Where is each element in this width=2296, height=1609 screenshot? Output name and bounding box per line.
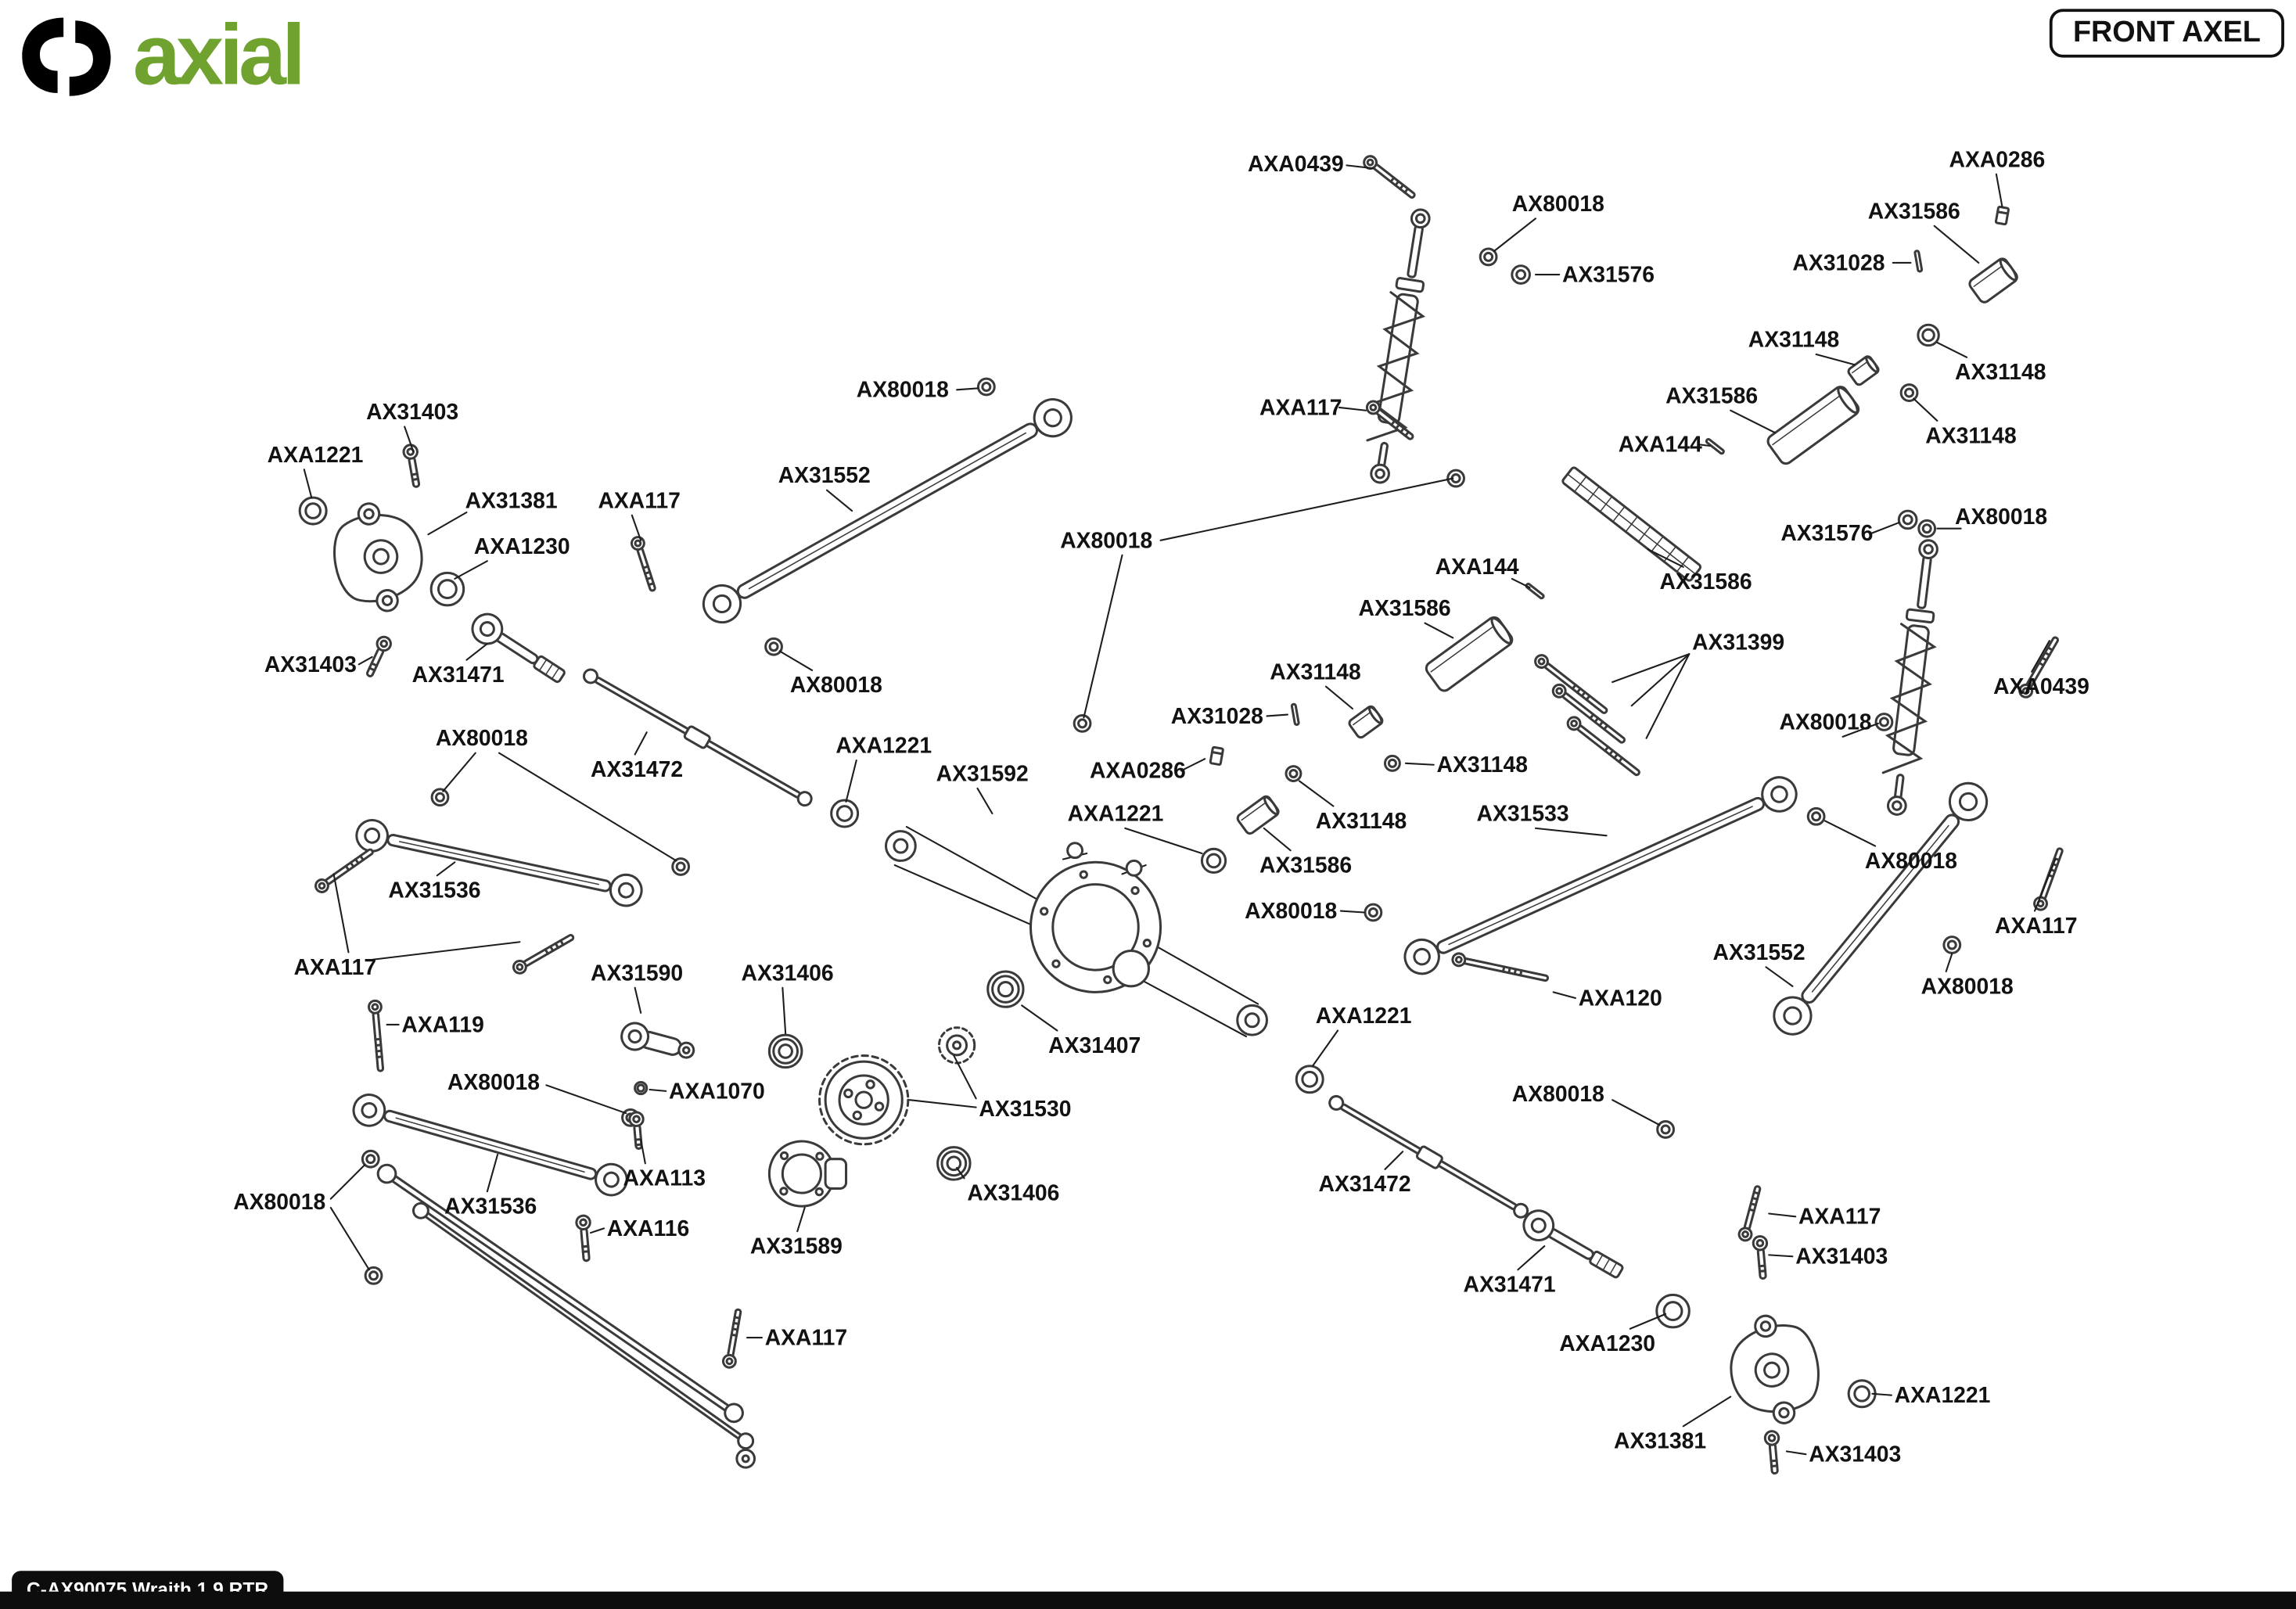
part-label-ax31407: AX31407 (1048, 1033, 1141, 1059)
part-label-ax31533: AX31533 (1476, 801, 1569, 827)
axial-wordmark: axial (132, 7, 306, 103)
part-label-ax80018: AX80018 (1921, 974, 2014, 1000)
part-label-ax31403: AX31403 (1809, 1442, 1902, 1468)
part-label-ax80018: AX80018 (789, 673, 882, 699)
part-label-ax31148: AX31148 (1925, 423, 2017, 449)
part-label-ax31148: AX31148 (1955, 360, 2046, 386)
part-label-ax31586: AX31586 (1665, 383, 1759, 409)
part-label-ax31590: AX31590 (591, 961, 684, 986)
part-label-ax80018: AX80018 (1245, 899, 1338, 925)
part-label-ax31530: AX31530 (979, 1097, 1072, 1122)
axial-logo-icon (22, 17, 111, 96)
part-label-axa117: AXA117 (1259, 395, 1342, 421)
part-label-axa1230: AXA1230 (473, 534, 570, 560)
part-label-axa0286: AXA0286 (1089, 759, 1186, 785)
part-label-ax31403: AX31403 (1795, 1244, 1888, 1270)
part-label-axa117: AXA117 (293, 955, 377, 981)
part-label-ax80018: AX80018 (1864, 849, 1957, 875)
part-label-ax31381: AX31381 (465, 488, 558, 514)
part-label-ax80018: AX80018 (1955, 505, 2048, 530)
part-label-axa117: AXA117 (764, 1325, 848, 1352)
part-label-ax31403: AX31403 (366, 400, 459, 426)
part-label-ax31148: AX31148 (1270, 659, 1361, 685)
part-label-axa117: AXA117 (598, 488, 681, 514)
part-label-ax31148: AX31148 (1748, 328, 1840, 354)
part-label-ax31148: AX31148 (1436, 752, 1529, 778)
part-label-axa119: AXA119 (401, 1012, 484, 1038)
part-label-ax31536: AX31536 (388, 878, 481, 904)
part-label-ax31471: AX31471 (411, 663, 505, 688)
part-label-axa116: AXA116 (606, 1216, 690, 1242)
part-label-ax31028: AX31028 (1792, 250, 1885, 276)
part-label-ax80018: AX80018 (1779, 709, 1872, 735)
part-label-axa1221: AXA1221 (835, 734, 932, 760)
part-label-ax31586: AX31586 (1867, 199, 1960, 224)
part-label-axa1221: AXA1221 (1894, 1383, 1991, 1409)
part-label-axa0439: AXA0439 (1993, 674, 2089, 700)
part-label-axa113: AXA113 (623, 1166, 706, 1192)
page-title: FRONT AXEL (2049, 9, 2284, 58)
part-label-ax31472: AX31472 (1318, 1172, 1411, 1198)
part-label-ax31589: AX31589 (749, 1234, 843, 1260)
part-label-axa117: AXA117 (1798, 1205, 1881, 1230)
part-label-axa1221: AXA1221 (1067, 801, 1164, 827)
part-label-ax31536: AX31536 (444, 1194, 537, 1220)
part-label-ax80018: AX80018 (856, 378, 949, 404)
part-label-axa117: AXA117 (1995, 914, 2078, 939)
bottom-bar (0, 1591, 2296, 1609)
part-label-ax31399: AX31399 (1692, 630, 1785, 656)
part-label-ax80018: AX80018 (435, 726, 528, 752)
part-label-ax31586: AX31586 (1259, 853, 1353, 879)
part-label-axa0439: AXA0439 (1247, 152, 1344, 178)
part-label-axa0286: AXA0286 (1949, 147, 2046, 173)
part-label-ax31586: AX31586 (1358, 596, 1451, 622)
part-label-axa144: AXA144 (1435, 555, 1519, 580)
part-label-ax80018: AX80018 (1060, 528, 1153, 554)
part-label-ax31552: AX31552 (1712, 940, 1806, 966)
part-label-ax31381: AX31381 (1614, 1429, 1707, 1455)
part-label-ax31406: AX31406 (967, 1181, 1060, 1207)
part-label-axa144: AXA144 (1618, 433, 1702, 458)
part-label-ax31552: AX31552 (778, 463, 871, 489)
part-label-ax31471: AX31471 (1463, 1273, 1556, 1298)
axial-logo: axial (18, 7, 306, 103)
part-label-ax31592: AX31592 (936, 761, 1029, 788)
part-label-ax31148: AX31148 (1315, 809, 1407, 835)
part-label-ax31576: AX31576 (1561, 262, 1655, 289)
part-label-ax80018: AX80018 (447, 1070, 540, 1096)
part-label-ax31586: AX31586 (1659, 569, 1752, 595)
part-label-axa1070: AXA1070 (669, 1079, 765, 1104)
part-label-ax31403: AX31403 (264, 652, 357, 678)
part-label-ax31472: AX31472 (591, 757, 684, 783)
part-label-ax31576: AX31576 (1780, 521, 1874, 547)
part-label-ax31028: AX31028 (1170, 704, 1263, 730)
page-title-text: FRONT AXEL (2072, 16, 2261, 49)
part-label-axa1221: AXA1221 (267, 443, 364, 469)
part-label-ax80018: AX80018 (1511, 1082, 1604, 1108)
part-label-ax80018: AX80018 (1511, 192, 1604, 217)
part-label-axa120: AXA120 (1578, 986, 1662, 1011)
part-label-axa1221: AXA1221 (1315, 1004, 1412, 1029)
part-label-ax31406: AX31406 (741, 961, 834, 986)
part-label-ax80018: AX80018 (233, 1190, 326, 1216)
part-label-axa1230: AXA1230 (1559, 1331, 1655, 1357)
